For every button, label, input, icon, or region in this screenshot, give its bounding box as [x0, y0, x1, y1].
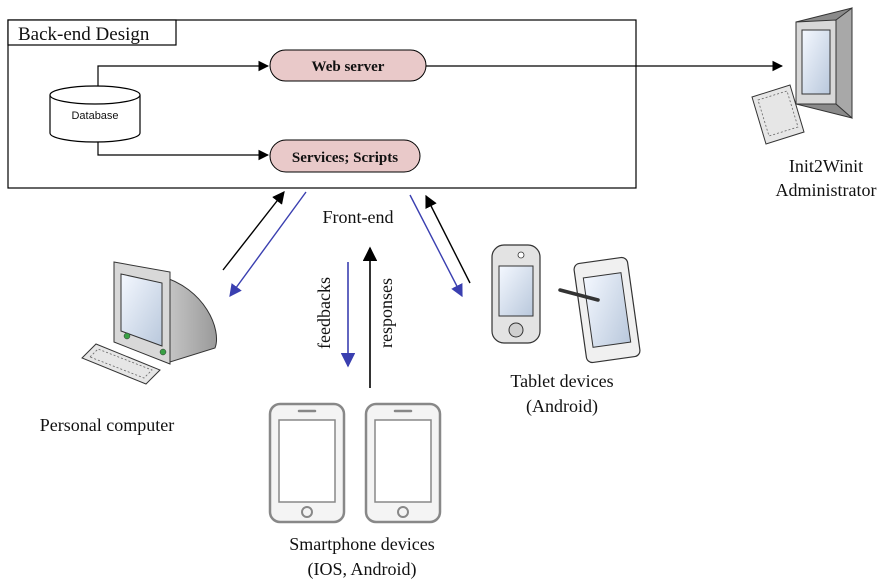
smartphone-label-line2: (IOS, Android) [308, 559, 417, 580]
admin-computer-icon [751, 7, 853, 145]
backend-box: Back-end Design [7, 19, 637, 189]
db-to-services-arrow [97, 142, 270, 161]
database-cylinder: Database [49, 85, 141, 143]
db-to-webserver-arrow [97, 60, 270, 86]
services-label: Services; Scripts [292, 150, 398, 166]
stylus-pen [558, 288, 600, 302]
tablet-label-line2: (Android) [526, 396, 598, 417]
frontend-label: Front-end [323, 207, 394, 227]
backend-title-tab [7, 19, 177, 46]
web-server-node: Web server [269, 49, 427, 82]
web-server-label: Web server [312, 59, 385, 75]
responses-label: responses [376, 278, 396, 348]
admin-label-line1: Init2Winit [789, 156, 863, 176]
smartphone-device-icon [268, 402, 346, 524]
smartphone-device-icon-2 [364, 402, 442, 524]
smartphone-label-line1: Smartphone devices [289, 534, 434, 554]
services-node: Services; Scripts [269, 139, 421, 173]
personal-computer-icon [81, 261, 217, 385]
database-label: Database [71, 110, 118, 122]
pc-feedback-arrow [229, 191, 307, 298]
pc-response-arrow [222, 191, 285, 271]
tablet-label-line1: Tablet devices [510, 371, 613, 391]
tablet-feedback-arrow [409, 194, 463, 298]
backend-title: Back-end Design [18, 24, 150, 45]
feedbacks-label: feedbacks [314, 277, 334, 349]
tablet-device-icon [491, 244, 541, 344]
tablet-response-arrow [425, 194, 471, 284]
personal-computer-label: Personal computer [40, 415, 174, 435]
stylus-tablet-icon [558, 256, 641, 364]
admin-label-line2: Administrator [776, 180, 877, 200]
